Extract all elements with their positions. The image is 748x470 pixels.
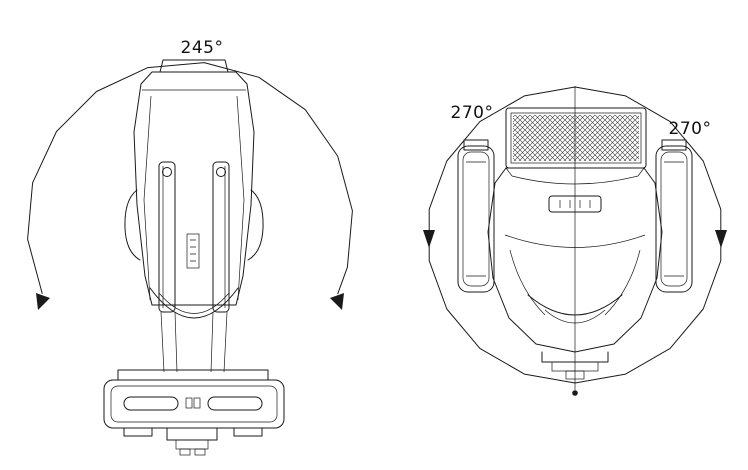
yoke-arm-right	[212, 161, 230, 313]
base-detail-right	[193, 397, 201, 409]
base-foot-left	[123, 427, 153, 437]
logo-plate	[186, 233, 200, 269]
body-lower-curve	[527, 294, 623, 316]
yoke-arm-detail-lines	[466, 161, 684, 277]
top-logo-plate	[548, 195, 602, 213]
body-shoulder-joins	[505, 167, 645, 177]
top-yoke-arm-right-inner	[660, 151, 688, 287]
tilt-range-figure: 245°	[27, 38, 353, 456]
pan-angle-label-left: 270°	[451, 103, 494, 123]
tilt-lock-knob-right	[216, 167, 226, 177]
logo-plate-marks	[190, 239, 196, 262]
head-bottom-curve	[149, 287, 239, 319]
pan-range-figure: 270° 270°	[423, 86, 727, 396]
top-yoke-arm-left	[457, 145, 495, 293]
fixture-front-view	[103, 59, 285, 456]
pan-arrow-left-icon	[423, 230, 435, 248]
pan-pivot-dot	[572, 390, 578, 396]
handle-left	[124, 189, 141, 261]
bracket-knob-right	[194, 448, 206, 456]
head-contour-right	[236, 95, 245, 301]
yoke-arm-left	[158, 161, 176, 313]
head-outline	[133, 71, 255, 306]
base-inner-panel	[110, 385, 278, 423]
lid-inner	[510, 112, 642, 164]
body-lower-inner-curve	[544, 309, 606, 324]
head-contour-left	[143, 95, 152, 301]
top-yoke-cap-right	[661, 139, 687, 151]
body-side-curves	[509, 249, 641, 316]
tilt-lock-knob-left	[162, 167, 172, 177]
pan-arrow-right-icon	[715, 230, 727, 248]
pan-angle-label-right: 270°	[669, 119, 712, 139]
base-foot-right	[233, 427, 263, 437]
base-vent-left	[123, 396, 179, 411]
base-top-plate	[117, 369, 269, 381]
bottom-bracket-inner	[175, 439, 209, 450]
fixture-top-view	[457, 107, 693, 380]
top-yoke-arm-right	[655, 145, 693, 293]
tilt-arrow-right-icon	[330, 293, 344, 310]
body-mid-curve	[504, 234, 646, 248]
head-bottom-inner-curve	[158, 292, 230, 314]
lid-hatch-texture	[513, 115, 639, 161]
body-shoulder-curve	[511, 175, 639, 185]
top-yoke-cap-left	[463, 139, 489, 151]
head-top-cap	[159, 59, 229, 73]
handle-right	[247, 189, 264, 261]
base-detail-left	[185, 397, 193, 409]
top-bottom-tab	[565, 370, 585, 380]
top-yoke-arm-left-inner	[462, 151, 490, 287]
bracket-knob-left	[179, 448, 191, 456]
tilt-arc	[27, 62, 353, 295]
yoke-base-connectors	[160, 311, 228, 373]
base-vent-right	[207, 396, 263, 411]
top-logo-marks	[559, 200, 591, 208]
tilt-angle-label: 245°	[181, 38, 224, 58]
tilt-arrow-left-icon	[36, 293, 50, 310]
bottom-bracket	[166, 427, 218, 441]
